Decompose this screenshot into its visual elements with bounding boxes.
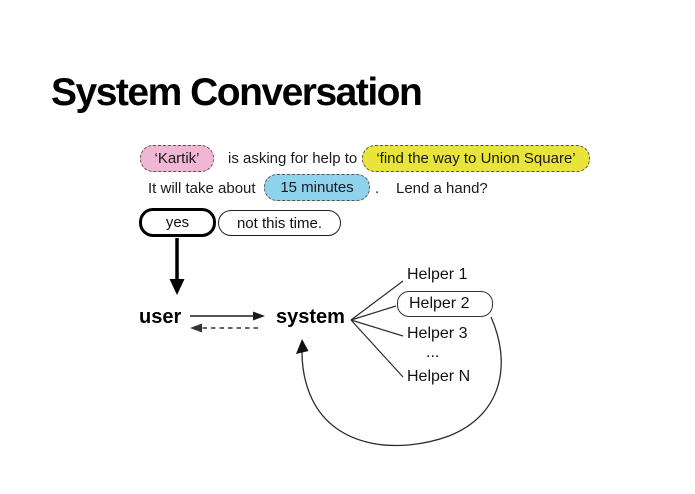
not-this-time-button[interactable]: not this time. [218,210,341,236]
request-chip: ‘find the way to Union Square’ [362,145,590,172]
duration-chip: 15 minutes [264,174,370,201]
helper-2-selected-box: Helper 2 [397,291,493,317]
user-label: user [139,306,182,328]
helper-3-label: Helper 3 [407,325,468,342]
system-label: system [276,306,345,328]
duration-prefix-text: It will take about [148,180,256,197]
system-to-user-dashed-arrow [190,323,258,333]
asking-text: is asking for help to [228,150,358,167]
requester-chip: ‘Kartik’ [140,145,214,172]
period-text: . [375,180,380,197]
user-to-system-arrow [190,311,265,321]
yes-to-user-arrow [169,238,185,295]
page-title: System Conversation [51,71,423,114]
helper-n-label: Helper N [407,368,471,385]
helper-to-system-return-arrow [296,316,502,447]
yes-button[interactable]: yes [139,208,216,237]
question-text: Lend a hand? [396,180,488,197]
helper-1-label: Helper 1 [407,266,468,283]
system-to-helpers-lines [350,280,404,378]
helper-ellipsis-label: ... [426,344,440,361]
